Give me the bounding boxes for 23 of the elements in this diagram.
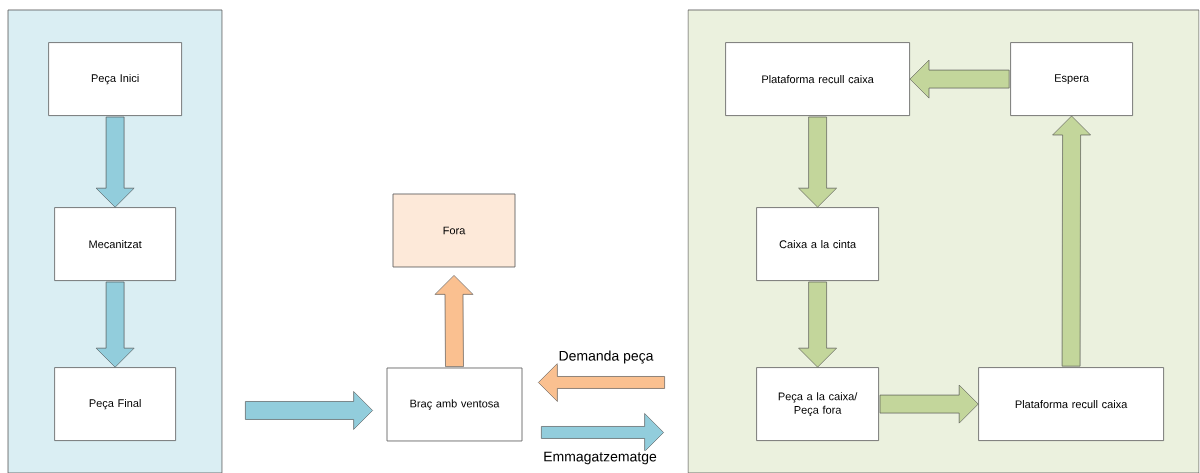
process-box: Peça Final [54, 367, 176, 441]
block-arrow [245, 391, 373, 430]
block-arrow [1052, 115, 1091, 367]
process-box: Plataforma recull caixa [725, 42, 910, 116]
process-box: Mecanitzat [54, 207, 176, 281]
process-box: Caixa a la cinta [756, 207, 879, 281]
block-arrow [538, 363, 665, 402]
block-arrow [798, 116, 837, 208]
block-arrow [95, 281, 135, 368]
edge-label: Demanda peça [557, 349, 655, 365]
process-box: Espera [1010, 42, 1133, 116]
process-box: Plataforma recull caixa [978, 367, 1164, 441]
block-arrow [434, 275, 474, 367]
block-arrow [879, 384, 979, 424]
block-arrow [909, 59, 1010, 99]
process-box: Fora [392, 193, 516, 268]
process-box: Peça Inici [48, 42, 182, 116]
block-arrow [798, 281, 837, 368]
block-arrow [95, 116, 135, 208]
block-arrow [541, 413, 664, 452]
process-box: Peça a la caixa/ Peça fora [756, 367, 879, 441]
edge-label: Emmagatzematge [542, 450, 658, 466]
process-box: Braç amb ventosa [386, 367, 523, 442]
